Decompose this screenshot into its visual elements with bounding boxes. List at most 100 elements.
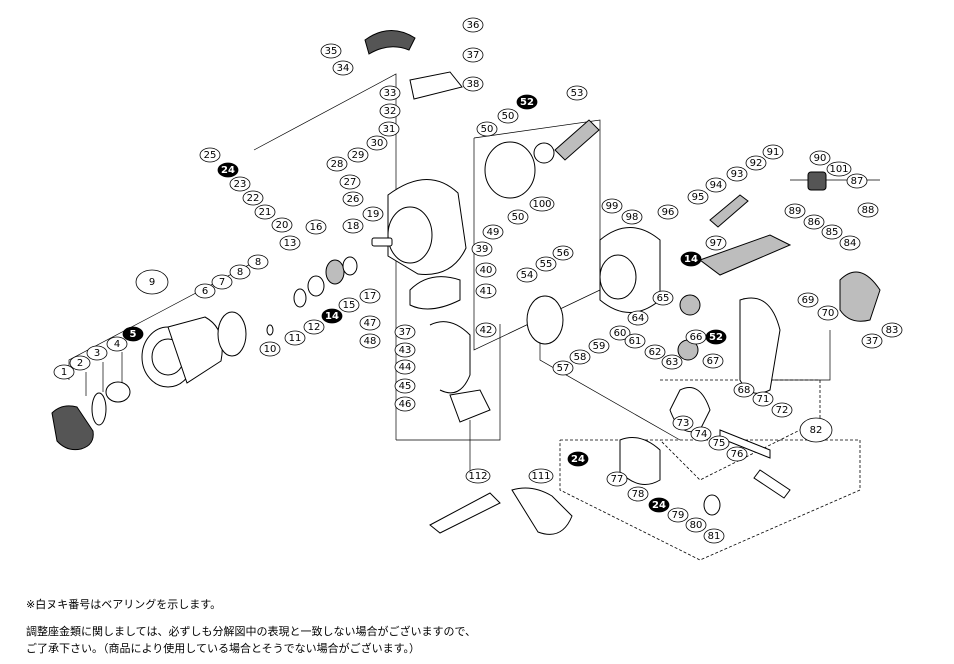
callout-bubble: [685, 517, 707, 533]
callout-10: 10: [259, 341, 281, 357]
callout-label: 71: [757, 394, 770, 405]
callout-bubble: [362, 206, 384, 222]
callout-label: 40: [480, 265, 493, 276]
washer-b: [307, 275, 325, 297]
callout-23: 23: [229, 176, 251, 192]
callout-81: 81: [703, 528, 725, 544]
callout-41: 41: [475, 283, 497, 299]
callout-21: 21: [254, 204, 276, 220]
callout-bubble: [601, 198, 623, 214]
bail-arm-cover: [409, 276, 461, 310]
callout-18: 18: [342, 218, 364, 234]
worm-shaft: [709, 194, 749, 228]
callout-2: 2: [69, 355, 91, 371]
callout-bubble: [507, 209, 529, 225]
callout-label: 85: [826, 227, 839, 238]
callout-32: 32: [379, 103, 401, 119]
callout-50b: 50: [497, 108, 519, 124]
callout-88: 88: [857, 202, 879, 218]
callout-bubble: [229, 176, 251, 192]
callout-65: 65: [652, 290, 674, 306]
pinion-gear: [554, 119, 600, 161]
callout-label: 50: [512, 212, 525, 223]
callout-90: 90: [809, 150, 831, 166]
wrench-tool: [429, 492, 501, 534]
callout-label: 66: [690, 332, 703, 343]
callout-label: 32: [384, 106, 397, 117]
bail-arm: [449, 389, 491, 423]
callout-label: 4: [114, 339, 120, 350]
callout-24: 24: [217, 162, 239, 178]
callout-8: 8: [229, 264, 251, 280]
callout-label: 47: [364, 318, 377, 329]
callout-14: 14: [321, 308, 343, 324]
callout-label: 77: [611, 474, 624, 485]
spool-group: [51, 311, 274, 451]
callout-label: 87: [851, 176, 864, 187]
callout-label: 15: [343, 300, 356, 311]
callout-label: 84: [844, 238, 857, 249]
callout-44: 44: [394, 359, 416, 375]
callout-bubble: [339, 174, 361, 190]
callout-label: 24: [571, 454, 585, 465]
callout-label: 26: [347, 194, 360, 205]
bail-wire: [429, 321, 471, 394]
callout-bubble: [705, 329, 727, 345]
callout-label: 86: [808, 217, 821, 228]
callout-bubble: [475, 262, 497, 278]
callout-label: 37: [399, 327, 412, 338]
callout-bubble: [379, 103, 401, 119]
callout-59: 59: [588, 338, 610, 354]
callout-bubble: [135, 269, 169, 295]
callout-53: 53: [566, 85, 588, 101]
callout-bubble: [462, 76, 484, 92]
callout-92: 92: [745, 155, 767, 171]
callout-bubble: [661, 354, 683, 370]
bail-plate: [409, 71, 463, 100]
callout-label: 46: [399, 399, 412, 410]
callout-label: 5: [130, 329, 137, 340]
callout-bubble: [566, 85, 588, 101]
callout-label: 11: [289, 333, 302, 344]
callout-bubble: [687, 189, 709, 205]
callout-64: 64: [627, 310, 649, 326]
callout-bubble: [652, 290, 674, 306]
callout-label: 70: [822, 308, 835, 319]
spool-ring: [217, 311, 247, 357]
callout-label: 112: [468, 471, 487, 482]
callout-22: 22: [242, 190, 264, 206]
callout-bubble: [254, 204, 276, 220]
callout-label: 3: [94, 348, 100, 359]
callout-52: 52: [516, 94, 538, 110]
callout-94: 94: [705, 177, 727, 193]
callout-bubble: [846, 173, 868, 189]
callout-bubble: [733, 382, 755, 398]
callout-56: 56: [552, 245, 574, 261]
callout-label: 101: [829, 164, 848, 175]
callout-bubble: [627, 486, 649, 502]
callout-111: 111: [528, 468, 554, 484]
callout-label: 50: [481, 124, 494, 135]
handle-end: [753, 469, 791, 499]
callout-bubble: [627, 310, 649, 326]
callout-label: 8: [237, 267, 243, 278]
callout-35: 35: [320, 43, 342, 59]
callout-label: 82: [810, 425, 823, 436]
callout-label: 100: [532, 199, 551, 210]
callout-48: 48: [359, 333, 381, 349]
callout-bubble: [690, 426, 712, 442]
callout-8b: 8: [247, 254, 269, 270]
callout-bubble: [672, 415, 694, 431]
callout-label: 24: [652, 500, 666, 511]
callout-bubble: [106, 336, 128, 352]
callout-98: 98: [621, 209, 643, 225]
callout-97: 97: [705, 235, 727, 251]
callout-label: 52: [709, 332, 723, 343]
callout-4: 4: [106, 336, 128, 352]
callout-label: 30: [371, 138, 384, 149]
callout-bubble: [347, 147, 369, 163]
callout-bubble: [861, 333, 883, 349]
callout-label: 80: [690, 520, 703, 531]
callout-label: 49: [487, 227, 500, 238]
callout-label: 37: [467, 50, 480, 61]
